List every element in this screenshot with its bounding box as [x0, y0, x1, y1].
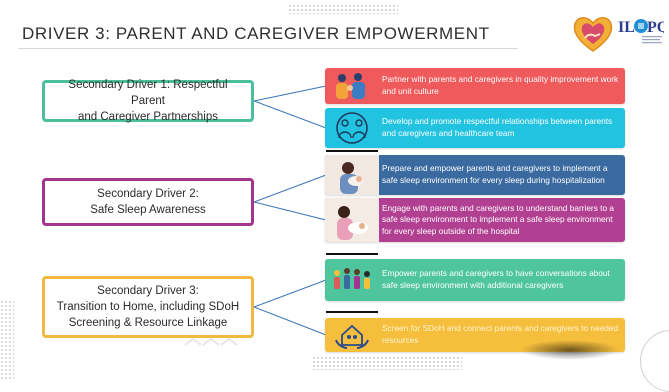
team-icon	[336, 112, 368, 144]
secondary-driver-1-label: Secondary Driver 1: Respectful Parent an…	[68, 79, 228, 123]
mother-infant-icon	[325, 198, 379, 242]
change-idea-text: Screen for SDoH and connect parents and …	[382, 323, 619, 345]
decorative-dots	[312, 356, 462, 370]
ilpqc-logo: IL PQC	[618, 19, 664, 44]
decorative-shadow	[520, 340, 620, 360]
change-idea-text: Engage with parents and caregivers to un…	[382, 202, 614, 236]
group-separator	[326, 311, 378, 313]
title-divider	[18, 48, 518, 49]
heart-hands-icon	[573, 17, 613, 52]
change-idea-text: Develop and promote respectful relations…	[382, 116, 613, 138]
change-idea-card-4: Engage with parents and caregivers to un…	[325, 198, 625, 242]
connector-lines	[253, 85, 327, 336]
change-idea-card-1: Partner with parents and caregivers in q…	[325, 68, 625, 104]
change-idea-text: Empower parents and caregivers to have c…	[382, 268, 610, 290]
group-separator	[326, 150, 378, 152]
family-icon	[336, 73, 365, 99]
svg-text:PQC: PQC	[647, 19, 664, 36]
secondary-driver-3: Secondary Driver 3: Transition to Home, …	[42, 276, 254, 338]
decorative-dots	[288, 4, 398, 14]
community-icon	[334, 268, 370, 289]
parent-baby-icon	[325, 155, 379, 195]
change-idea-card-3: Prepare and empower parents and caregive…	[325, 155, 625, 195]
slide-title: DRIVER 3: PARENT AND CAREGIVER EMPOWERME…	[22, 24, 490, 43]
decorative-dots	[0, 300, 14, 380]
change-idea-card-5: Empower parents and caregivers to have c…	[325, 259, 625, 301]
slide: DRIVER 3: PARENT AND CAREGIVER EMPOWERME…	[0, 4, 669, 392]
change-idea-text: Partner with parents and caregivers in q…	[382, 74, 619, 96]
svg-text:IL: IL	[618, 19, 635, 36]
secondary-driver-3-label: Secondary Driver 3: Transition to Home, …	[56, 285, 240, 329]
secondary-driver-2: Secondary Driver 2: Safe Sleep Awareness	[42, 178, 254, 226]
chevron-decoration-icon	[184, 337, 238, 346]
secondary-driver-2-label: Secondary Driver 2: Safe Sleep Awareness	[90, 188, 206, 216]
group-separator	[326, 253, 378, 255]
change-idea-card-2: Develop and promote respectful relations…	[325, 108, 625, 148]
change-idea-text: Prepare and empower parents and caregive…	[382, 163, 608, 185]
secondary-driver-1: Secondary Driver 1: Respectful Parent an…	[42, 79, 254, 123]
home-care-icon	[335, 324, 369, 349]
